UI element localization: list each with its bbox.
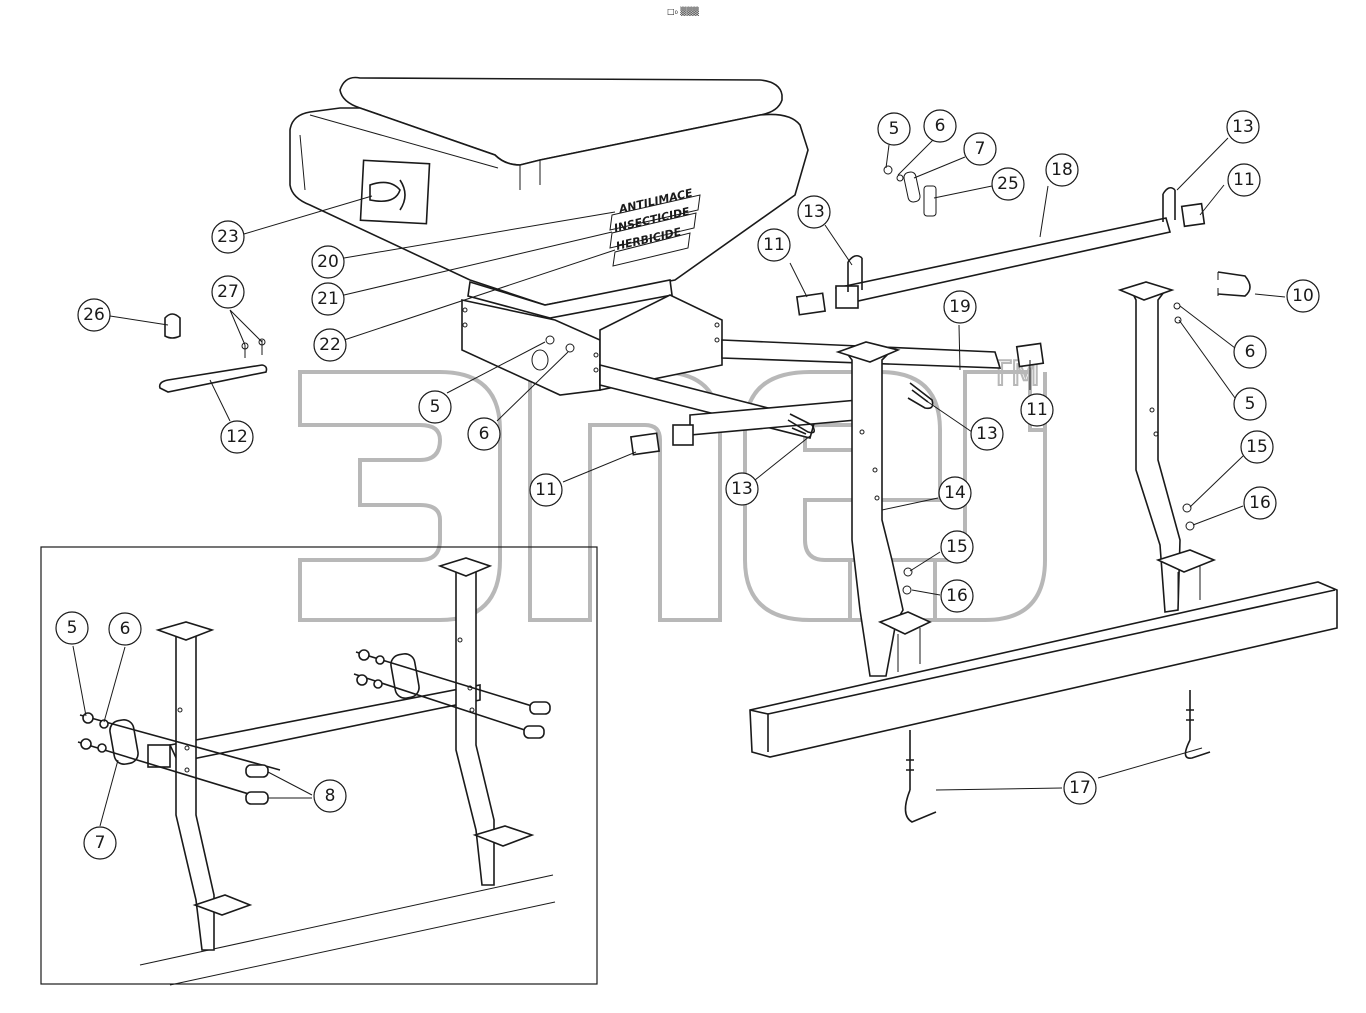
callout-16: 16 <box>1243 486 1277 520</box>
svg-text:15: 15 <box>946 537 968 557</box>
svg-text:23: 23 <box>217 227 239 247</box>
callout-5: 5 <box>418 390 452 424</box>
svg-text:7: 7 <box>95 833 106 853</box>
svg-text:25: 25 <box>997 174 1019 194</box>
callout-8-inset: 8 <box>313 779 347 813</box>
callout-14: 14 <box>938 476 972 510</box>
svg-text:5: 5 <box>430 397 441 417</box>
svg-text:13: 13 <box>1232 117 1254 137</box>
svg-text:10: 10 <box>1292 286 1314 306</box>
callout-7: 7 <box>963 132 997 166</box>
callout-6: 6 <box>923 109 957 143</box>
callout-15: 15 <box>1240 430 1274 464</box>
callout-13: 13 <box>970 417 1004 451</box>
svg-text:5: 5 <box>1245 394 1256 414</box>
callout-16: 16 <box>940 579 974 613</box>
svg-text:11: 11 <box>763 235 785 255</box>
hitch-pin <box>158 313 268 393</box>
callout-17: 17 <box>1063 771 1097 805</box>
callout-10: 10 <box>1286 279 1320 313</box>
svg-text:16: 16 <box>1249 493 1271 513</box>
svg-text:17: 17 <box>1069 778 1091 798</box>
callout-12: 12 <box>220 420 254 454</box>
svg-text:21: 21 <box>317 289 339 309</box>
callout-25: 25 <box>991 167 1025 201</box>
callout-22: 22 <box>313 328 347 362</box>
callout-21: 21 <box>311 282 345 316</box>
callout-26: 26 <box>77 298 111 332</box>
svg-text:18: 18 <box>1051 160 1073 180</box>
callout-7-inset: 7 <box>83 826 117 860</box>
svg-text:19: 19 <box>949 297 971 317</box>
callout-19: 19 <box>943 290 977 324</box>
svg-text:15: 15 <box>1246 437 1268 457</box>
svg-text:11: 11 <box>535 480 557 500</box>
svg-text:13: 13 <box>803 202 825 222</box>
callout-5-inset: 5 <box>55 611 89 645</box>
svg-text:11: 11 <box>1233 170 1255 190</box>
svg-text:16: 16 <box>946 586 968 606</box>
svg-text:13: 13 <box>731 479 753 499</box>
svg-text:26: 26 <box>83 305 105 325</box>
svg-text:27: 27 <box>217 282 239 302</box>
callout-11: 11 <box>1227 163 1261 197</box>
callout-5: 5 <box>1233 387 1267 421</box>
svg-text:11: 11 <box>1026 400 1048 420</box>
svg-text:6: 6 <box>1245 342 1256 362</box>
svg-text:5: 5 <box>889 119 900 139</box>
hopper-assembly: ANTILIMACE INSECTICIDE HERBICIDE <box>289 76 1002 446</box>
svg-text:6: 6 <box>479 424 490 444</box>
callout-6-inset: 6 <box>108 612 142 646</box>
callout-13: 13 <box>725 472 759 506</box>
callout-11: 11 <box>757 228 791 262</box>
callout-5: 5 <box>877 112 911 146</box>
callout-11: 11 <box>1020 393 1054 427</box>
svg-text:20: 20 <box>317 252 339 272</box>
svg-text:14: 14 <box>944 483 966 503</box>
svg-text:6: 6 <box>935 116 946 136</box>
callout-15: 15 <box>940 530 974 564</box>
callout-18: 18 <box>1045 153 1079 187</box>
frame-assembly <box>545 165 1338 823</box>
leader-lines <box>72 137 1286 827</box>
svg-text:5: 5 <box>67 618 78 638</box>
callout-11: 11 <box>529 473 563 507</box>
svg-text:7: 7 <box>975 139 986 159</box>
svg-text:6: 6 <box>120 619 131 639</box>
header-mark: □₀ ▒▒▒ <box>667 6 700 16</box>
callout-23: 23 <box>211 220 245 254</box>
svg-text:12: 12 <box>226 427 248 447</box>
callout-balloons: 23 20 21 22 26 27 12 5 6 5 6 7 25 18 13 … <box>55 109 1320 860</box>
svg-text:13: 13 <box>976 424 998 444</box>
inset-view <box>40 546 598 986</box>
callout-6: 6 <box>1233 335 1267 369</box>
svg-text:8: 8 <box>325 786 336 806</box>
callout-20: 20 <box>311 245 345 279</box>
svg-text:22: 22 <box>319 335 341 355</box>
callout-13: 13 <box>797 195 831 229</box>
callout-6: 6 <box>467 417 501 451</box>
callout-27: 27 <box>211 275 245 309</box>
callout-13: 13 <box>1226 110 1260 144</box>
